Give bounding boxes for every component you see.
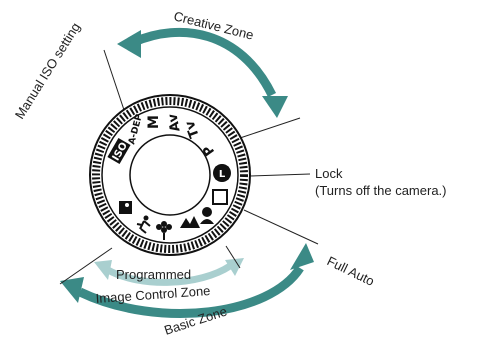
landscape-icon [180, 216, 200, 228]
programmed-zone-arrow [94, 258, 244, 286]
dial-mark-m: M [146, 115, 162, 129]
full-auto-label: Full Auto [325, 253, 377, 289]
manual-iso-label: Manual ISO setting [12, 20, 83, 122]
creative-zone-divider [239, 117, 301, 139]
programmed-label-line2: Image Control Zone [95, 283, 211, 306]
basic-zone-arrow [60, 243, 314, 318]
lock-leader [249, 173, 311, 177]
svg-text:L: L [219, 169, 226, 180]
dial-mark-av: Av [166, 112, 184, 133]
dial-mark-tv: Tv [183, 118, 203, 140]
lock-sublabel: (Turns off the camera.) [315, 183, 447, 198]
programmed-divider [225, 245, 241, 269]
programmed-label-line1: Programmed [116, 267, 191, 282]
full-auto-leader [243, 209, 319, 245]
mode-dial: ISO A-DEP M Av Tv P L [89, 94, 251, 256]
dial-center [129, 134, 211, 216]
dial-mark-lock: L [213, 164, 231, 182]
full-auto-mark [212, 189, 228, 205]
creative-zone-arrow [117, 27, 288, 118]
dial-knurl-ring [92, 97, 248, 253]
lock-label: Lock [315, 166, 343, 181]
basic-zone-divider [59, 247, 113, 285]
night-portrait-icon [119, 201, 132, 214]
sports-icon [136, 215, 151, 234]
macro-icon [156, 221, 172, 240]
portrait-icon [200, 207, 214, 224]
